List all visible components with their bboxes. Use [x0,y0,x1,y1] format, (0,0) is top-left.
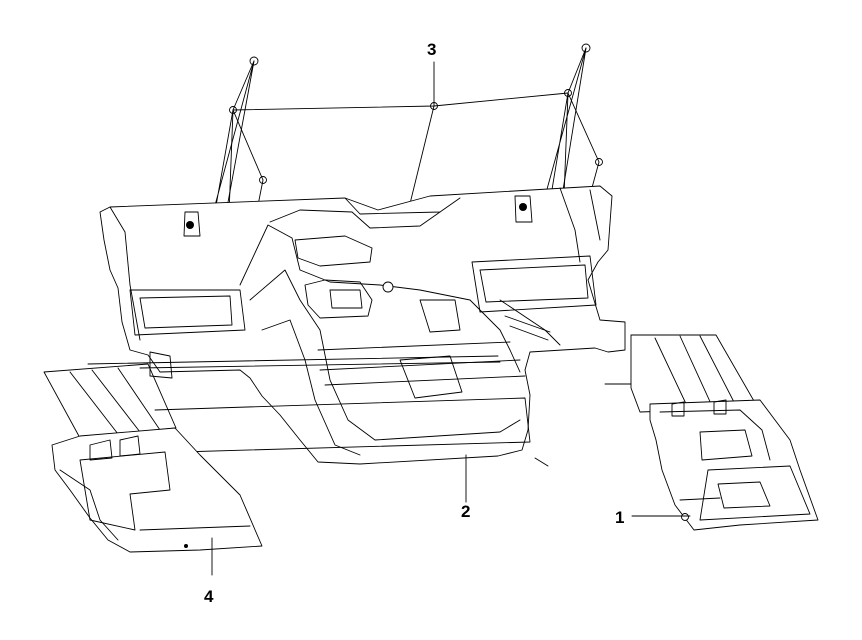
callout-2: 2 [461,502,471,521]
part-2-main-floor-carpet [99,185,626,503]
part-4-left-floor-mat [43,355,531,576]
part-1-right-floor-mat [604,334,819,531]
callout-3: 3 [427,40,437,59]
callout-4: 4 [204,587,214,606]
callout-1: 1 [615,508,625,527]
